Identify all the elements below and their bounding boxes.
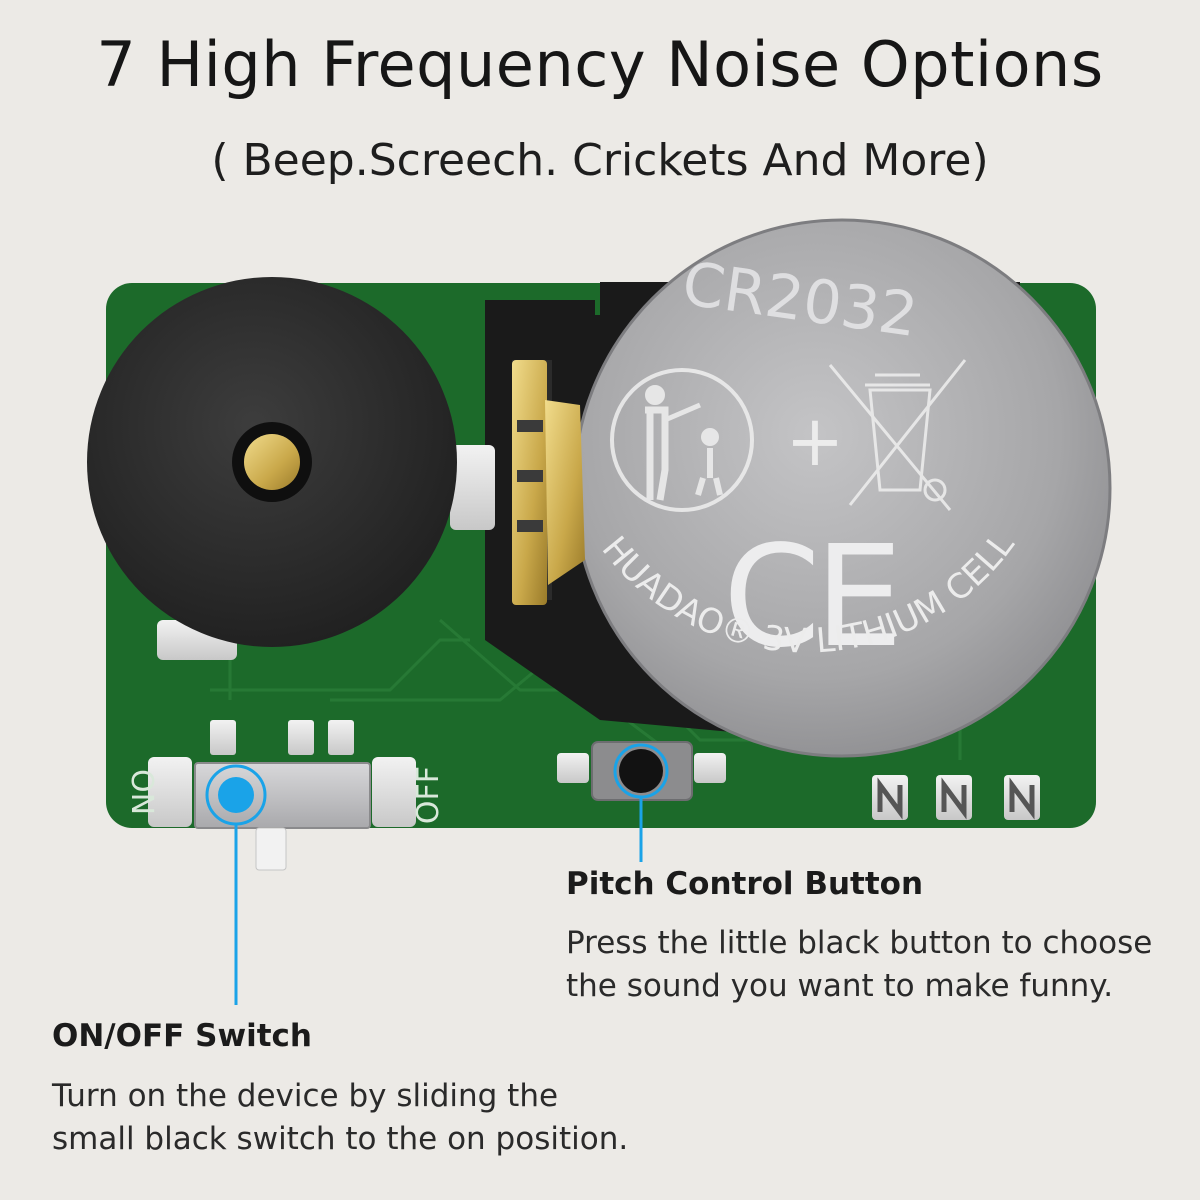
switch-callout-description: Turn on the device by sliding the small … [52,1078,629,1157]
child-safety-icon [610,368,754,512]
switch-slider [255,827,287,871]
pitch-callout-title: Pitch Control Button [566,866,924,902]
crossed-bin-icon [828,359,967,511]
gold-contact [512,360,547,605]
pitch-button-cap [619,749,663,793]
page-subtitle: ( Beep.Screech. Crickets And More) [211,135,989,186]
plus-sign: + [786,400,845,482]
pitch-callout-description: Press the little black button to choose … [566,925,1153,1004]
switch-callout-title: ON/OFF Switch [52,1018,312,1054]
switch-on-label: ON [124,769,159,815]
ce-mark: CE [723,516,897,679]
page-title: 7 High Frequency Noise Options [96,28,1104,101]
switch-highlight-dot [218,777,254,813]
switch-off-label: OFF [411,766,446,824]
buzzer-terminal [244,434,300,490]
